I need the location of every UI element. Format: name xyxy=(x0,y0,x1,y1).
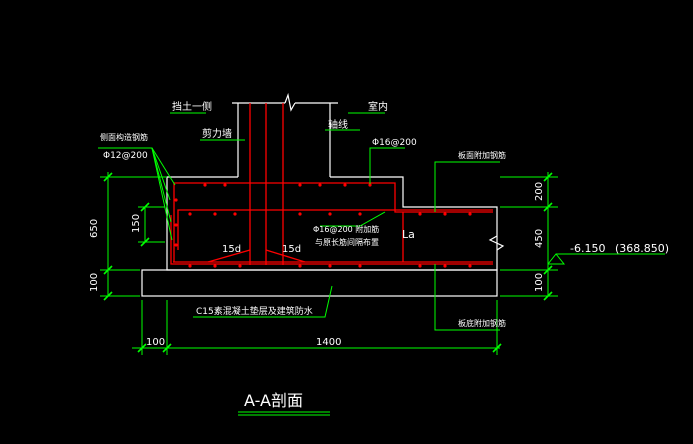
label-top-bar-note: 板面附加钢筋 xyxy=(458,150,506,160)
label-cushion-note: C15素混凝土垫层及建筑防水 xyxy=(196,305,313,317)
rebar-dots xyxy=(174,183,472,268)
label-mid-bar-note: 与原长筋间隔布置 xyxy=(315,237,379,247)
label-top-bar-spec: Φ16@200 xyxy=(372,138,417,148)
slab-top-bar xyxy=(173,182,493,262)
label-side-rebar: 侧面构造钢筋 xyxy=(100,132,148,142)
dim-right-100: 100 xyxy=(534,273,545,292)
label-indoor: 室内 xyxy=(368,100,388,113)
dim-left-650: 650 xyxy=(89,219,100,238)
dimension-lines xyxy=(100,172,665,416)
leader-top-note xyxy=(434,161,500,212)
leader-mid-bar xyxy=(320,211,386,227)
dim-left-100: 100 xyxy=(89,273,100,292)
label-soil-side: 挡土一侧 xyxy=(172,100,212,113)
label-wall-axis: 轴线 xyxy=(328,118,348,131)
label-anchor-left: 15d xyxy=(222,244,241,255)
dimension-ticks xyxy=(103,172,553,353)
rebar-group xyxy=(170,103,493,265)
drawing-title: A-A剖面 xyxy=(244,391,303,410)
label-mid-bar-spec: Φ16@200 附加筋 xyxy=(313,224,379,234)
label-bottom-note: 板底附加钢筋 xyxy=(458,318,506,328)
annotation-texts: 挡土一侧 室内 剪力墙 轴线 侧面构造钢筋 Φ12@200 Φ16@200 板面… xyxy=(89,100,669,410)
slab-break-mark xyxy=(488,235,505,251)
label-lap: La xyxy=(402,228,415,241)
leader-top-bar xyxy=(369,147,405,184)
leader-bottom-note xyxy=(434,264,500,331)
leader-lines xyxy=(98,112,500,331)
slab-bottom-bar xyxy=(170,215,493,265)
wall-break-mark xyxy=(284,92,296,112)
wall-hook-left xyxy=(207,249,251,263)
dim-bottom-1400: 1400 xyxy=(316,337,341,348)
leader-cushion xyxy=(193,285,333,318)
slab-outline xyxy=(166,176,498,271)
slab-mid-bar xyxy=(177,209,493,250)
dim-bottom-100: 100 xyxy=(146,337,165,348)
label-shear-wall: 剪力墙 xyxy=(202,127,232,140)
elevation-marker xyxy=(547,253,566,265)
concrete-outline xyxy=(141,92,505,297)
label-anchor-right: 15d xyxy=(282,244,301,255)
wall-hook-right xyxy=(265,249,306,263)
cushion-layer xyxy=(141,269,498,297)
label-side-rebar-spec: Φ12@200 xyxy=(103,151,148,161)
dim-left-150: 150 xyxy=(131,214,142,233)
dim-right-450: 450 xyxy=(534,229,545,248)
dim-right-200: 200 xyxy=(534,182,545,201)
label-elevation-abs: (368.850) xyxy=(615,242,669,255)
label-elevation: -6.150 xyxy=(570,242,605,255)
